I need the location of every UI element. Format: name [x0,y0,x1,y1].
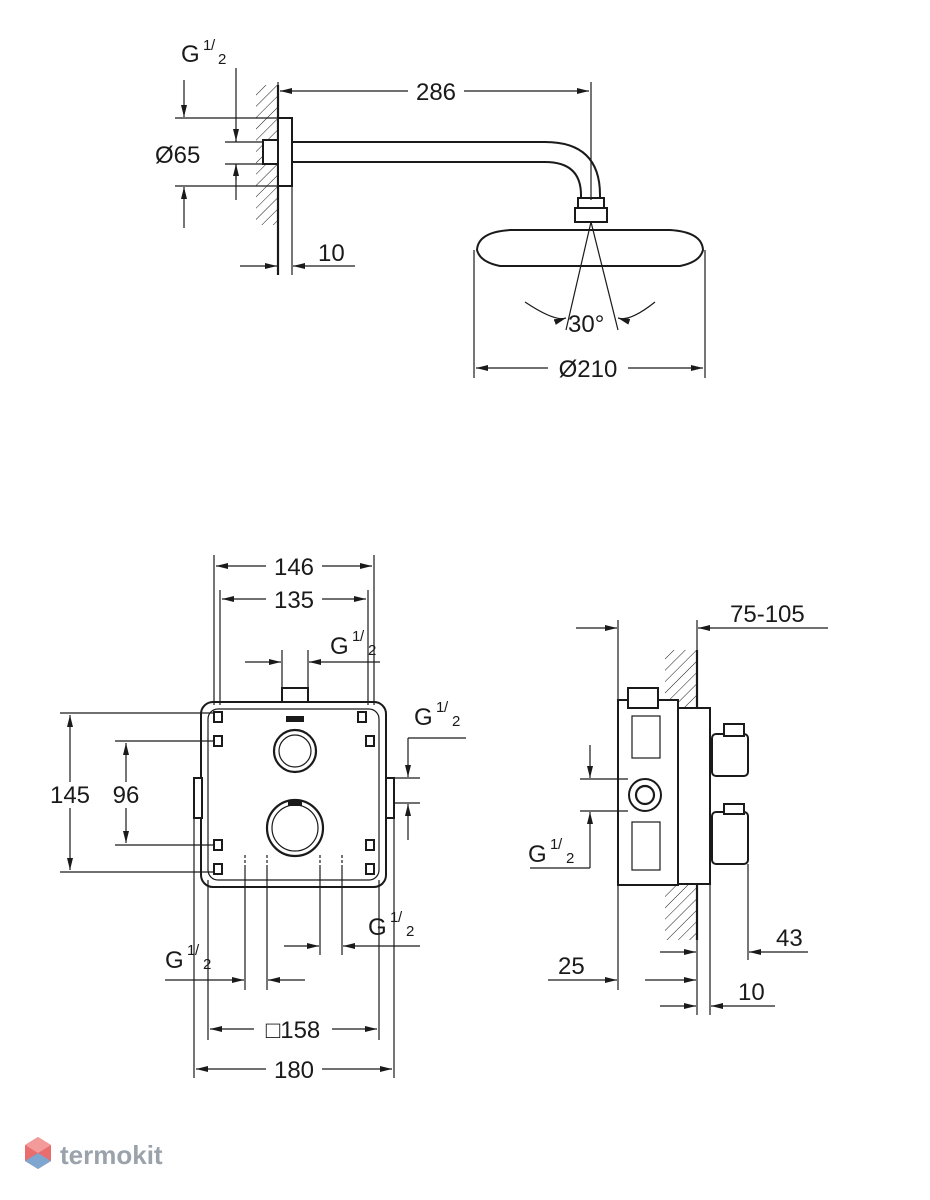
dim-handle-depth: 43 [776,925,803,952]
svg-text:/: / [558,836,563,853]
dim-wall-range: 75-105 [730,601,805,628]
svg-text:2: 2 [203,956,211,973]
svg-text:2: 2 [406,923,414,940]
top-outlet [281,687,309,703]
dim-total-width: 180 [274,1057,314,1084]
svg-text:/: / [211,37,216,54]
diverter-mark [286,716,304,722]
side-view: 75-105 G 1 / 2 25 43 10 [528,601,828,1015]
svg-text:1: 1 [352,628,360,645]
svg-text:/: / [195,942,200,959]
dim-height-outer: 145 [50,782,90,809]
thread-label-right: G [414,704,433,731]
svg-text:1: 1 [187,942,195,959]
svg-text:2: 2 [566,850,574,867]
mounting-plate [677,707,711,885]
svg-text:/: / [398,909,403,926]
wall-flange [277,117,293,187]
dim-depth-back: 25 [558,953,585,980]
handle-upper [711,733,749,777]
thread-label-top-outlet: G [330,633,349,660]
dim-head-diameter: Ø210 [559,356,618,383]
svg-text:1: 1 [436,699,444,716]
front-view: 146 135 G 1 / 2 145 96 G 1 / [44,553,466,1084]
dim-plaster-guard: □158 [266,1017,321,1044]
dim-arm-length: 286 [416,79,456,106]
thread-label-side: G [528,841,547,868]
watermark: termokit [25,1137,163,1170]
svg-text:2: 2 [368,642,376,659]
thread-label-bottom-left: G [165,947,184,974]
bottom-ports [244,855,343,867]
shower-head [475,229,705,267]
thread-label-bottom-right: G [368,914,387,941]
mixer-box-inner [207,708,380,881]
side-connector-right [385,777,395,819]
shower-arm-top [292,141,601,200]
dim-flange-diameter: Ø65 [155,142,200,169]
ball-joint [574,207,608,223]
diverter-valve [272,728,318,774]
connection-nipple [262,139,279,165]
dim-wall-offset: 10 [318,240,345,267]
dim-width-outer: 146 [274,554,314,581]
svg-text:2: 2 [452,713,460,730]
dim-height-inner: 96 [113,782,140,809]
watermark-brand: termokit [60,1140,163,1170]
svg-text:1: 1 [550,836,558,853]
shower-head-view: 286 G 1 / 2 Ø65 10 30° Ø210 [155,37,706,383]
dim-tilt-angle: 30° [568,311,604,338]
handle-lower [711,811,749,865]
svg-text:/: / [444,699,449,716]
termokit-logo-icon [25,1137,51,1169]
svg-text:2: 2 [218,51,226,68]
side-connector-left [193,777,203,819]
side-port [628,778,662,812]
dim-width-inner: 135 [274,587,314,614]
thread-label-top: G [181,41,200,68]
dim-plate-thickness: 10 [738,979,765,1006]
shower-arm-bottom [292,161,582,200]
svg-text:1: 1 [203,37,211,54]
svg-text:/: / [360,628,365,645]
